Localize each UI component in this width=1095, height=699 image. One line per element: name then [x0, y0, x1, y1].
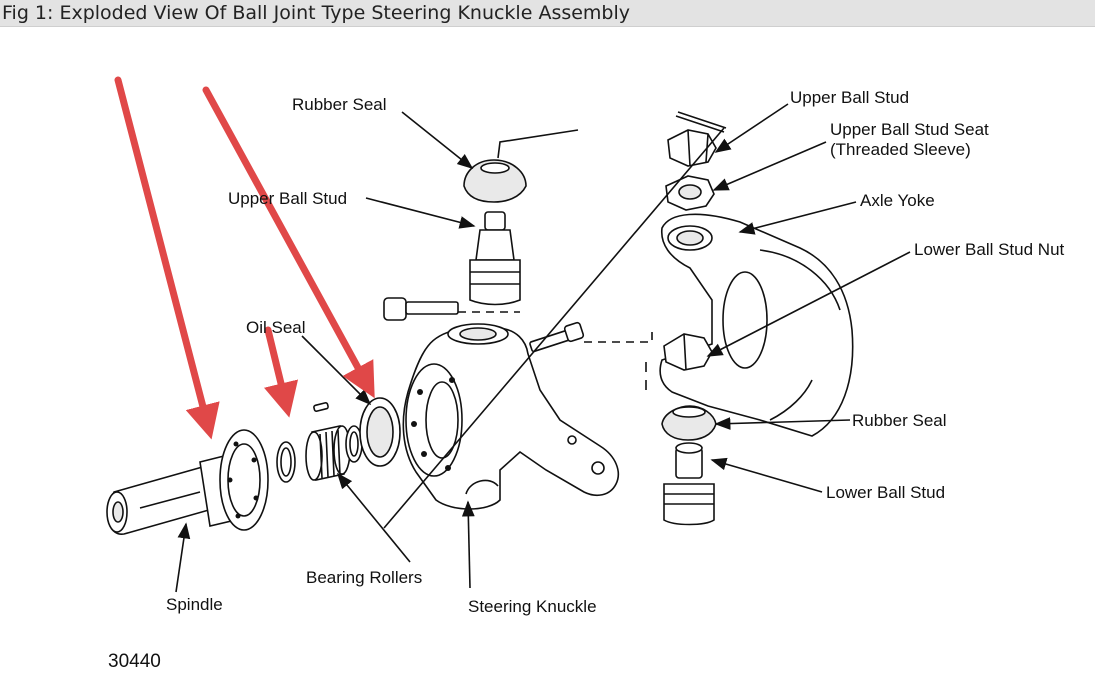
- red-arrows: [114, 76, 375, 440]
- spindle: [106, 429, 269, 535]
- label-axle-yoke: Axle Yoke: [860, 191, 935, 210]
- label-spindle: Spindle: [166, 595, 223, 614]
- label-upper-ball-stud-right: Upper Ball Stud: [790, 88, 909, 107]
- figure-title: Fig 1: Exploded View Of Ball Joint Type …: [2, 2, 631, 24]
- label-threaded-sleeve: (Threaded Sleeve): [830, 140, 971, 159]
- thrust-ring: [276, 441, 296, 483]
- label-bearing-rollers: Bearing Rollers: [306, 568, 422, 587]
- label-rubber-seal-top: Rubber Seal: [292, 95, 387, 114]
- label-lower-ball-stud-nut: Lower Ball Stud Nut: [914, 240, 1065, 259]
- bearing-rollers: [305, 402, 351, 481]
- label-rubber-seal-bottom: Rubber Seal: [852, 411, 947, 430]
- upper-ball-stud: [469, 211, 521, 306]
- label-oil-seal: Oil Seal: [246, 318, 306, 337]
- oil-seal: [359, 397, 401, 467]
- label-upper-ball-stud-left: Upper Ball Stud: [228, 189, 347, 208]
- figure-number: 30440: [108, 651, 161, 672]
- knuckle-bolt-left: [383, 297, 459, 321]
- label-steering-knuckle: Steering Knuckle: [468, 597, 597, 616]
- steering-knuckle: [402, 323, 620, 510]
- label-upper-ball-stud-seat: Upper Ball Stud Seat: [830, 120, 989, 139]
- rubber-seal-upper: [463, 159, 527, 203]
- lower-ball-stud: [663, 442, 715, 526]
- upper-ball-stud-seat: [665, 175, 715, 211]
- axle-yoke: [659, 213, 854, 437]
- knuckle-bolt-right: [529, 321, 585, 353]
- rubber-seal-lower: [661, 405, 717, 441]
- upper-ball-stud-nut: [667, 111, 727, 167]
- label-lower-ball-stud: Lower Ball Stud: [826, 483, 945, 502]
- title-bar: Fig 1: Exploded View Of Ball Joint Type …: [0, 0, 1095, 27]
- lower-ball-stud-nut: [663, 333, 713, 371]
- retaining-ring: [345, 425, 363, 463]
